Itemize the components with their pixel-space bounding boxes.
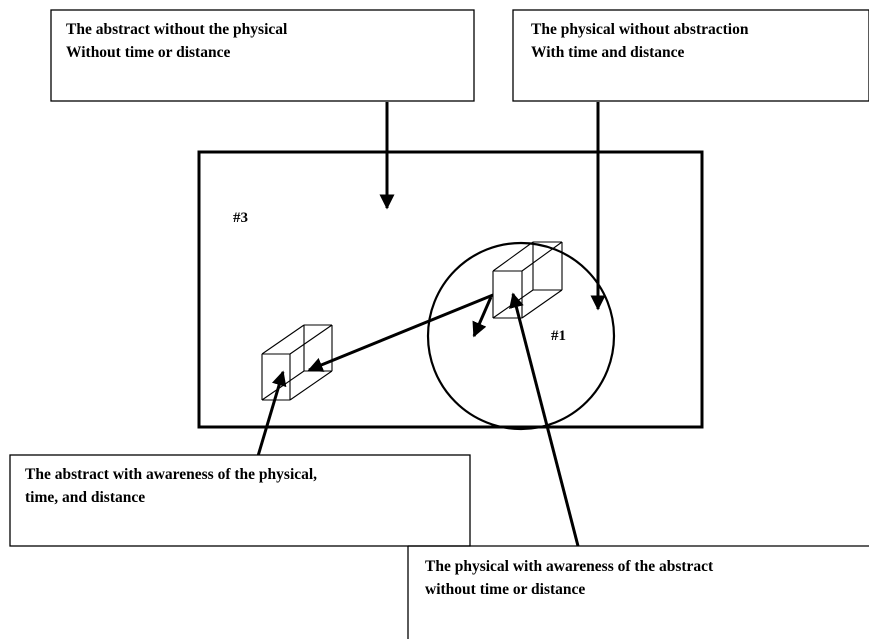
box-line-1: The physical with awareness of the abstr… xyxy=(425,558,714,575)
physical-with-awareness-box: The physical with awareness of the abstr… xyxy=(407,545,869,639)
cube-icon xyxy=(261,324,333,401)
box-line-2: without time or distance xyxy=(425,581,585,598)
box-line-2: With time and distance xyxy=(531,44,685,61)
inner-region-marker: #1 xyxy=(551,328,566,344)
box-line-2: time, and distance xyxy=(25,489,145,506)
outer-region-frame xyxy=(197,150,704,429)
physical-without-abstraction-box: The physical without abstraction With ti… xyxy=(512,9,869,102)
box-line-1: The abstract without the physical xyxy=(66,21,288,38)
box-line-1: The physical without abstraction xyxy=(531,21,749,38)
arrow-cube-to-cube xyxy=(307,293,494,372)
arrow-bottom-right-to-cube xyxy=(509,292,580,547)
box-line-2: Without time or distance xyxy=(66,44,230,61)
arrow-cube-short xyxy=(472,296,493,338)
abstract-with-awareness-box: The abstract with awareness of the physi… xyxy=(9,454,471,547)
outer-region-marker: #3 xyxy=(233,210,248,226)
abstract-without-physical-box: The abstract without the physical Withou… xyxy=(50,9,475,102)
arrow-bottom-left-to-cube xyxy=(256,370,287,457)
inner-region-circle xyxy=(426,241,616,431)
cube-icon xyxy=(492,241,563,319)
box-line-1: The abstract with awareness of the physi… xyxy=(25,466,317,483)
